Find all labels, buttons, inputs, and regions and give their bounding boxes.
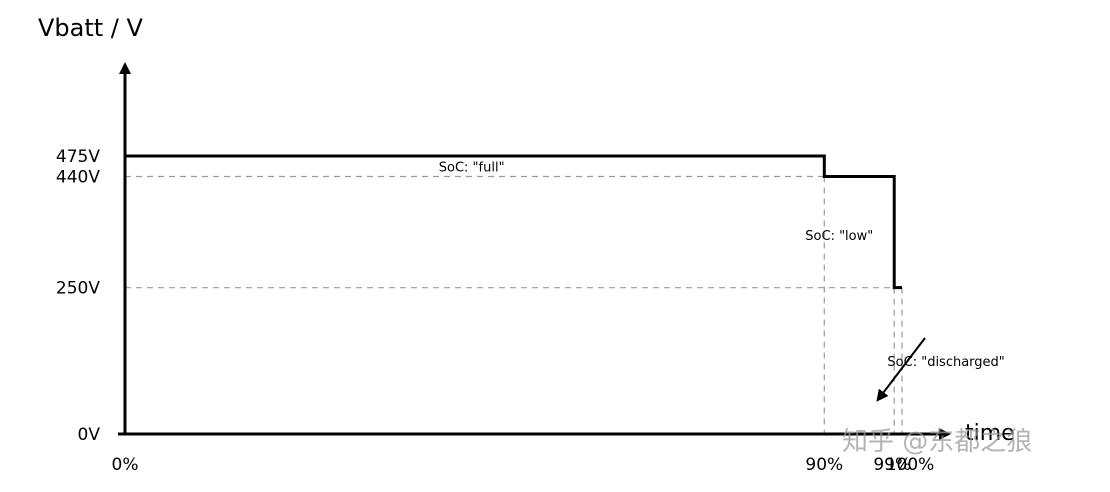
y-axis-label: Vbatt / V: [38, 14, 144, 42]
y-tick-label: 250V: [56, 279, 100, 299]
discharged-arrow: [876, 337, 926, 402]
y-tick-label: 0V: [78, 425, 101, 445]
soc-annotation: SoC: "full": [439, 161, 505, 176]
annotations: SoC: "full" SoC: "low" SoC: "discharged": [439, 161, 1005, 370]
x-tick-label: 90%: [805, 455, 843, 475]
watermark: 知乎 @东都之狼: [842, 427, 1032, 457]
guide-lines: [125, 175, 903, 434]
x-tick-label: 99%: [873, 455, 911, 475]
soc-annotation: SoC: "low": [805, 229, 873, 244]
soc-annotation: SoC: "discharged": [887, 355, 1004, 370]
y-tick-label: 440V: [56, 167, 100, 187]
x-tick-label: 100%: [886, 455, 935, 475]
y-tick-label: 475V: [56, 147, 100, 167]
x-tick-label: 0%: [112, 455, 139, 475]
x-axis-label: time: [965, 421, 1015, 446]
x-tick-labels: 0% 90% 99%100%: [112, 455, 935, 475]
voltage-line: [125, 154, 902, 290]
